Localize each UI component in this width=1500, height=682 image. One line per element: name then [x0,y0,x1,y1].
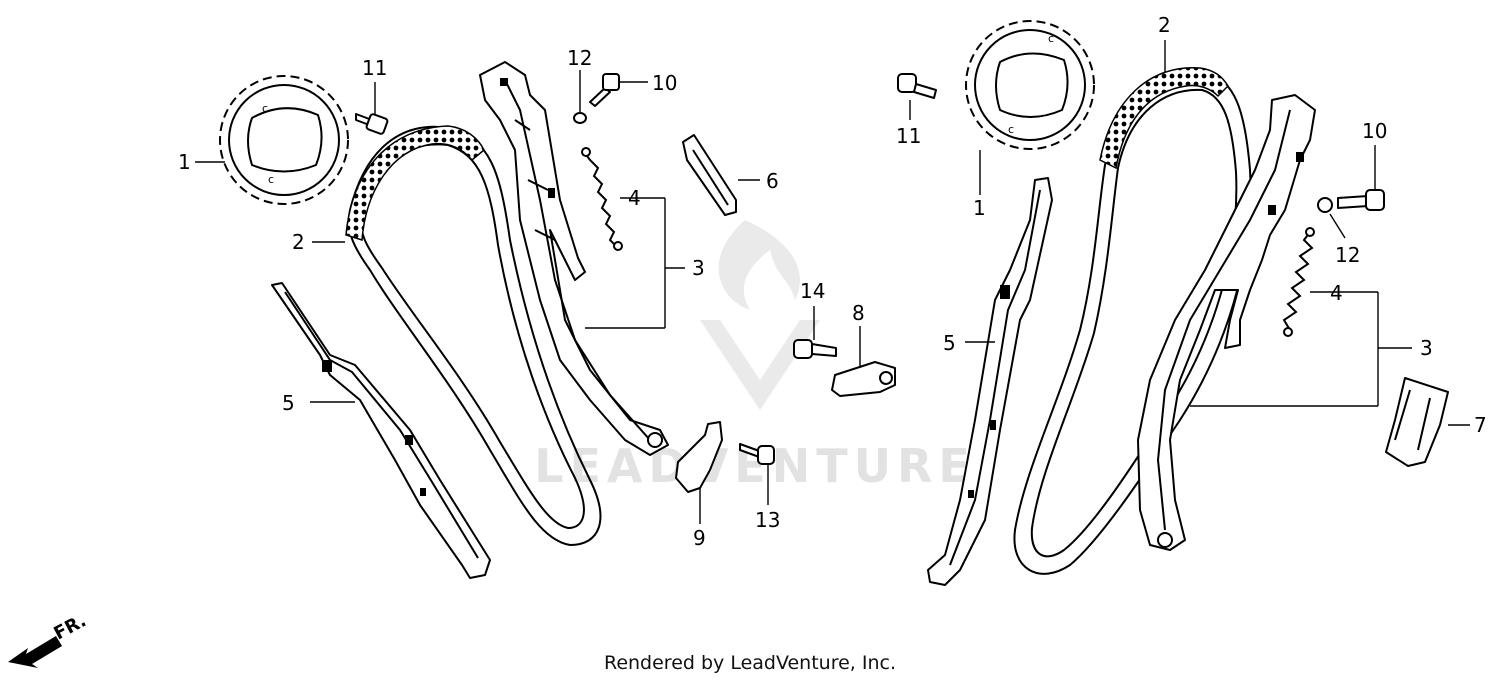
callouts-right: 1 2 3 4 5 7 10 11 12 [896,13,1487,437]
watermark-text: LEADVENTURE [534,439,976,493]
callout-left-3: 3 [692,256,705,280]
callout-right-3: 3 [1420,336,1433,360]
callout-right-12: 12 [1335,243,1360,267]
svg-text:c: c [1048,32,1054,45]
bolt-14 [793,339,837,359]
callout-left-10: 10 [652,71,677,95]
left-tensioner-spring [581,147,623,251]
callout-left-13: 13 [755,508,780,532]
callout-right-11: 11 [896,124,921,148]
left-bolt-11 [355,113,389,135]
callout-left-12: 12 [567,46,592,70]
right-guide-plate-7 [1385,377,1449,467]
left-chain-guide [271,282,491,579]
callouts-left: 1 2 3 4 5 6 8 9 10 11 12 13 14 [178,46,865,550]
callout-right-5: 5 [943,331,956,355]
footer-credit: Rendered by LeadVenture, Inc. [603,652,897,674]
left-chain-tensioner [479,61,669,456]
right-chain-tensioner [1137,94,1316,551]
callout-right-7: 7 [1474,413,1487,437]
callout-left-2: 2 [292,230,305,254]
bracket-8 [831,361,896,397]
left-washer-12 [573,112,587,124]
right-chain-guide [927,177,1053,586]
callout-left-4: 4 [628,186,641,210]
right-cam-chain [1013,67,1252,575]
callout-right-2: 2 [1158,13,1171,37]
callout-right-10: 10 [1362,119,1387,143]
plate-9 [675,421,723,493]
callout-left-8: 8 [852,301,865,325]
right-bolt-11 [897,73,937,99]
callout-left-9: 9 [693,526,706,550]
callout-left-14: 14 [800,279,825,303]
left-cam-chain [345,125,602,547]
watermark-logo [700,220,820,410]
callout-left-11: 11 [362,56,387,80]
svg-text:c: c [1008,123,1014,136]
right-bolt-10 [1337,189,1385,211]
callout-left-6: 6 [766,169,779,193]
svg-text:c: c [268,173,274,186]
callout-left-1: 1 [178,150,191,174]
leader-lines [195,40,1470,524]
left-bolt-10 [589,73,620,107]
callout-right-1: 1 [973,196,986,220]
callout-right-4: 4 [1330,281,1343,305]
right-tensioner-spring [1282,227,1315,337]
right-washer-12 [1317,197,1333,213]
right-sprocket: c c [965,20,1095,150]
left-sprocket: c c [219,75,349,205]
bolt-13 [739,443,775,465]
svg-text:c: c [262,102,268,115]
callout-left-5: 5 [282,391,295,415]
